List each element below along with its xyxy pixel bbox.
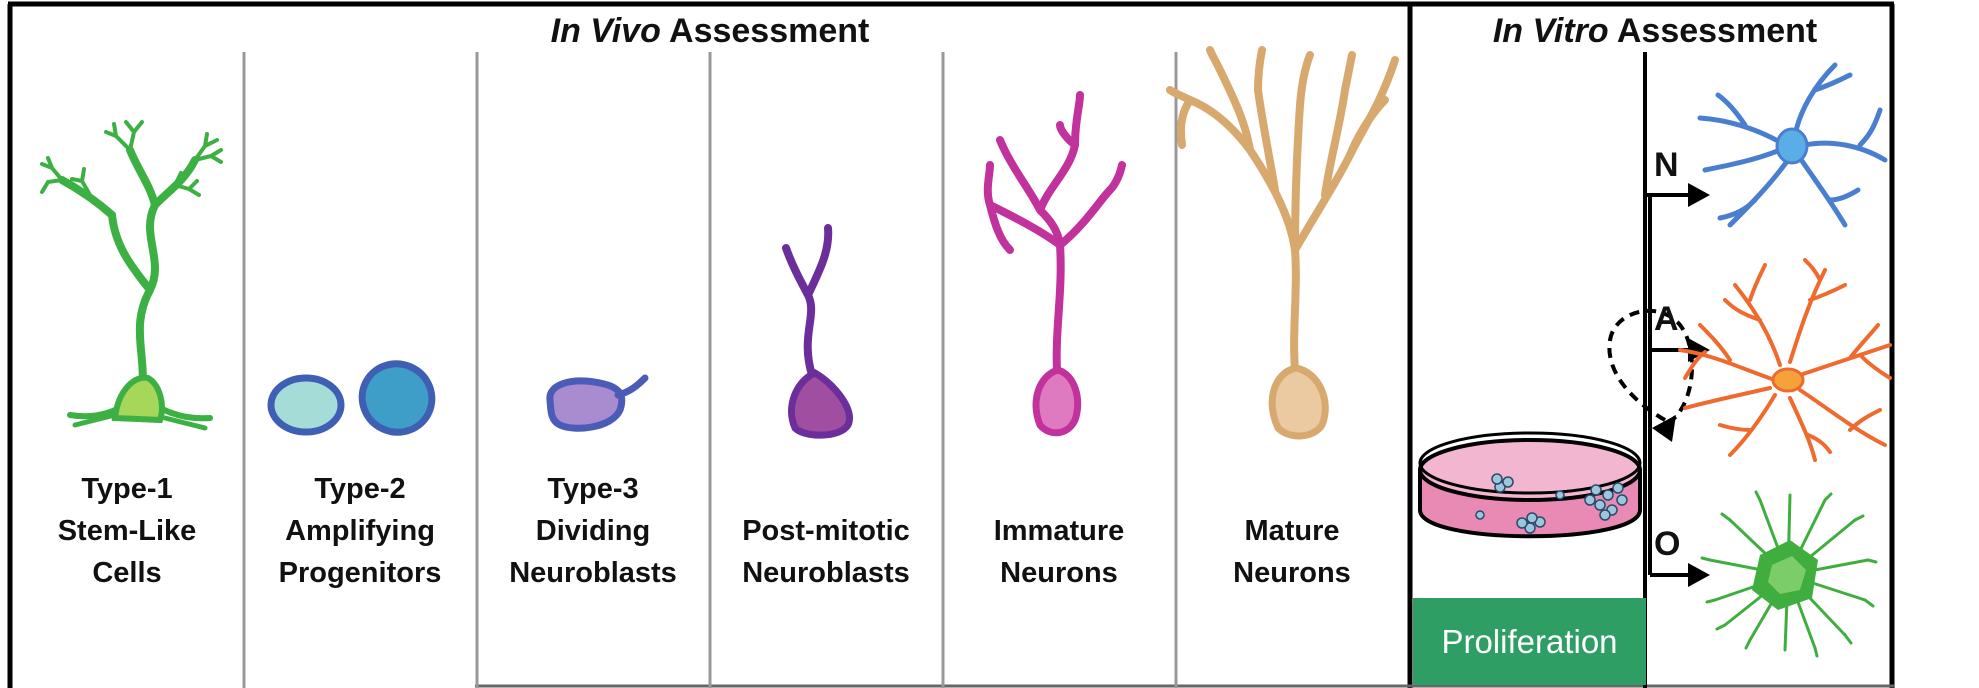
in-vitro-title: In Vitro Assessment <box>1455 12 1855 51</box>
astrocyte-fate-icon <box>1680 260 1890 460</box>
in-vivo-title: In Vivo Assessment <box>510 12 910 51</box>
neuron-fate-body <box>1777 129 1807 163</box>
oligodendrocyte-fate-icon <box>1702 492 1876 656</box>
astrocyte-fate-body <box>1773 369 1803 391</box>
stage-label-immature: ImmatureNeurons <box>944 510 1174 594</box>
proliferation-label: Proliferation <box>1413 598 1646 685</box>
mature-neuron-icon <box>1170 50 1395 370</box>
stage-label-type1: Type-1Stem-LikeCells <box>12 468 242 594</box>
stage-label-type2: Type-2AmplifyingProgenitors <box>245 468 475 594</box>
fate-label-neuron: N <box>1654 146 1679 185</box>
stage-label-mature: MatureNeurons <box>1177 510 1407 594</box>
type3-neuroblast-icon <box>550 378 645 428</box>
immature-neuron-icon <box>988 95 1122 433</box>
stage-label-postmitotic: Post-mitoticNeuroblasts <box>711 510 941 594</box>
stage-label-type3: Type-3DividingNeuroblasts <box>478 468 708 594</box>
postmitotic-neuroblast-icon <box>786 228 849 435</box>
type2-progenitor-icon <box>271 352 443 443</box>
petri-dish-icon <box>1420 433 1640 536</box>
fate-label-oligodendrocyte: O <box>1654 525 1680 564</box>
type1-stem-cell-body <box>115 378 162 420</box>
fate-arrow-heads <box>1688 183 1710 587</box>
fate-label-astrocyte: A <box>1654 300 1679 339</box>
mature-neuron-body <box>1272 368 1325 436</box>
